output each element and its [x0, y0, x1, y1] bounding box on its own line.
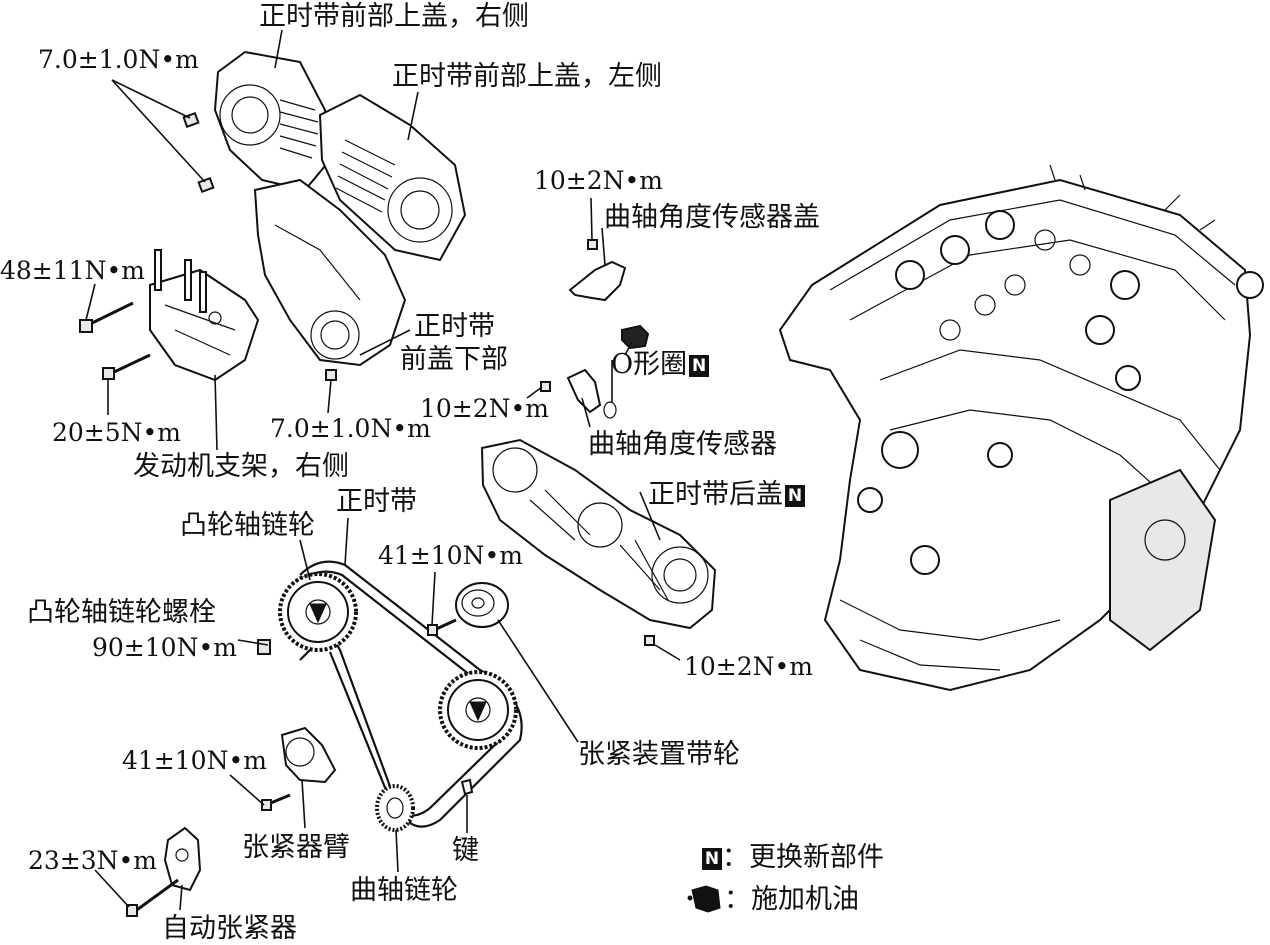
tensioner-arm-drawing [261, 726, 337, 811]
sensor-parts-drawing [540, 239, 650, 419]
label-camshaft-pulley: 凸轮轴链轮 [180, 510, 315, 541]
label-lower-cover-line1: 正时带 [414, 311, 495, 342]
camshaft-bolt-drawing [257, 639, 271, 655]
label-tensioner-pulley: 张紧装置带轮 [578, 739, 740, 770]
rear-cover-drawing [480, 438, 717, 646]
key-drawing [460, 778, 474, 796]
oil-symbol-icon [687, 885, 721, 913]
legend-new-part: N：更换新部件 [700, 843, 884, 873]
camshaft-pulley-right-drawing [438, 670, 518, 750]
engine-mount-drawing [79, 249, 260, 382]
front-upper-cover-right-drawing [213, 50, 332, 192]
label-crank-angle-sensor: 曲轴角度传感器 [588, 429, 777, 460]
legend-new-part-text: ：更换新部件 [722, 842, 884, 873]
label-torque-mount-lower: 20±5N•m [52, 418, 181, 447]
auto-tensioner-drawing [126, 826, 202, 917]
label-key: 键 [452, 835, 479, 866]
label-front-upper-cover-right: 正时带前部上盖，右侧 [259, 1, 529, 32]
label-torque-auto-tensioner: 23±3N•m [28, 846, 157, 875]
label-camshaft-bolt: 凸轮轴链轮螺栓 [27, 597, 216, 628]
legend-oil: ：施加机油 [724, 885, 859, 915]
label-torque-mount-upper: 48±11N•m [0, 256, 145, 285]
label-torque-camshaft-bolt: 90±10N•m [92, 633, 237, 662]
label-auto-tensioner: 自动张紧器 [162, 913, 297, 944]
new-part-icon: N [702, 848, 722, 870]
label-torque-sensor: 10±2N•m [420, 394, 549, 423]
new-part-badge: N [785, 485, 805, 507]
label-sensor-cover: 曲轴角度传感器盖 [604, 202, 820, 233]
label-torque-rear-cover: 10±2N•m [684, 652, 813, 681]
label-lower-cover-line2: 前盖下部 [400, 344, 508, 375]
front-lower-cover-drawing [253, 178, 407, 367]
label-engine-mount-right: 发动机支架，右侧 [133, 451, 349, 482]
tensioner-pulley-drawing [427, 582, 509, 636]
camshaft-pulley-drawing [278, 572, 358, 652]
legend-oil-text: ：施加机油 [724, 884, 859, 915]
label-crankshaft-pulley: 曲轴链轮 [350, 875, 458, 906]
crankshaft-pulley-drawing [375, 784, 415, 832]
front-upper-cover-left-drawing [318, 93, 467, 262]
label-front-upper-cover-left: 正时带前部上盖，左侧 [392, 61, 662, 92]
new-part-badge: N [689, 355, 710, 377]
label-torque-cover-bolts: 7.0±1.0N•m [38, 45, 199, 74]
label-torque-idler: 41±10N•m [378, 541, 523, 570]
label-timing-belt: 正时带 [336, 486, 417, 517]
engine-assembly-drawing [778, 164, 1264, 692]
label-torque-lower-cover: 7.0±1.0N•m [270, 414, 431, 443]
label-torque-tensioner-arm: 41±10N•m [122, 746, 267, 775]
label-torque-sensor-cover: 10±2N•m [534, 166, 663, 195]
label-tensioner-arm: 张紧器臂 [242, 832, 350, 863]
leader-lines [85, 29, 681, 911]
